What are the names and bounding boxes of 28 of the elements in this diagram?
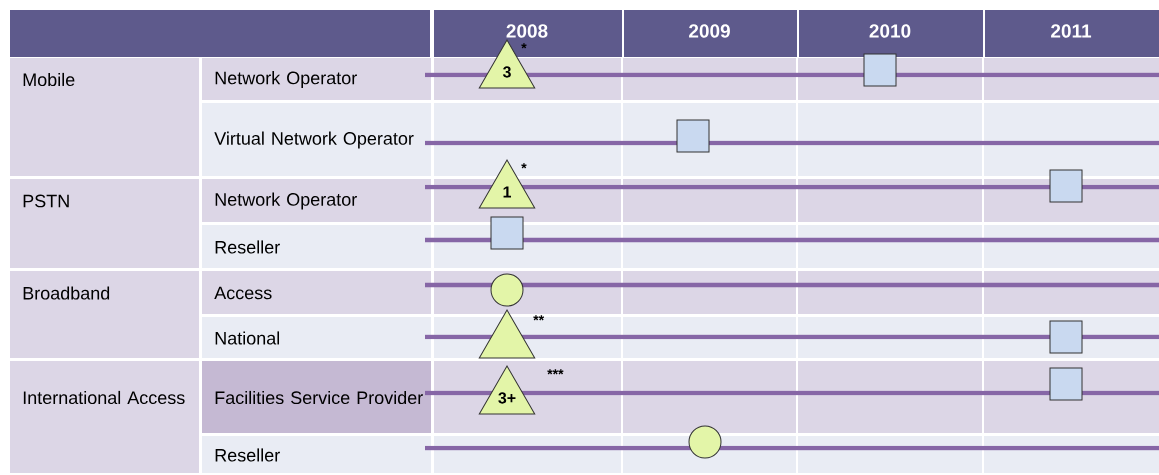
milestone-circle <box>490 273 524 307</box>
milestone-square <box>1049 169 1083 203</box>
table-cell: Network Operator <box>202 179 431 222</box>
table-cell: Network Operator <box>202 58 431 100</box>
table-cell: National <box>202 317 431 358</box>
milestone-square <box>863 53 897 87</box>
footnote-mark: ** <box>533 315 545 321</box>
table-cell: Mobile <box>10 58 199 176</box>
milestone-square <box>676 119 710 153</box>
milestone-square <box>1049 367 1083 401</box>
header-cell: 2010 <box>799 10 983 57</box>
milestone-circle <box>688 425 722 459</box>
table-cell: Virtual Network Operator <box>202 103 431 176</box>
table-cell: Broadband <box>10 271 199 358</box>
table-cell: International Access <box>10 361 199 473</box>
table-cell: Reseller <box>202 436 431 473</box>
milestone-square <box>490 216 524 250</box>
header-cell: 2009 <box>624 10 797 57</box>
milestone-triangle: 3+ <box>478 365 536 415</box>
milestone-square <box>1049 320 1083 354</box>
table-cell: PSTN <box>10 179 199 268</box>
table-cell: Access <box>202 271 431 314</box>
table-cell: Facilities Service Provider <box>202 361 431 433</box>
table-cell: Reseller <box>202 225 431 268</box>
footnote-mark: * <box>521 43 527 49</box>
footnote-mark: * <box>521 163 527 169</box>
footnote-mark: *** <box>547 369 564 375</box>
header-cell: 2011 <box>985 10 1159 57</box>
